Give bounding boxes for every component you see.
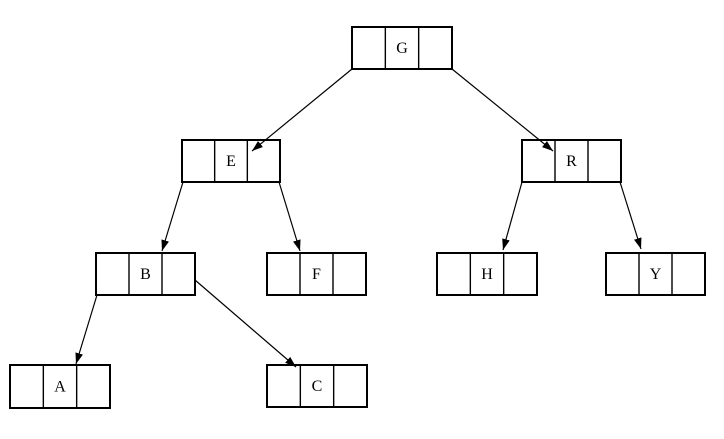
node-value-label: C [312,378,323,395]
tree-node-G: G [351,26,453,70]
node-value-label: H [481,266,493,283]
edge-R-H-left [502,181,523,251]
edges-layer [75,68,642,368]
node-box [95,252,196,296]
nodes-layer: G E R B F H Y A C [9,26,706,409]
node-value-label: B [140,266,151,283]
node-box [266,364,368,408]
tree-node-H: H [436,252,538,296]
tree-node-R: R [521,139,622,183]
node-box [9,364,111,409]
tree-node-E: E [181,139,281,183]
node-box [181,139,281,183]
edge-G-E-left [251,68,353,152]
node-value-label: A [54,379,66,396]
edge-E-B-left [161,181,184,252]
tree-node-C: C [266,364,368,408]
node-box [351,26,453,70]
node-box [266,252,367,296]
tree-node-B: B [95,252,196,296]
edge-B-C-right [194,279,297,368]
edge-G-R-right [451,68,554,152]
node-value-label: F [312,266,321,283]
edge-B-A-left [75,294,98,365]
node-box [605,252,706,296]
node-box [436,252,538,296]
tree-node-Y: Y [605,252,706,296]
node-box [521,139,622,183]
tree-node-A: A [9,364,111,409]
edge-R-Y-right [619,181,642,250]
edge-E-F-right [278,181,301,252]
node-value-label: G [396,40,408,57]
node-value-label: Y [650,266,662,283]
node-value-label: R [566,153,577,170]
node-value-label: E [226,153,236,170]
tree-node-F: F [266,252,367,296]
